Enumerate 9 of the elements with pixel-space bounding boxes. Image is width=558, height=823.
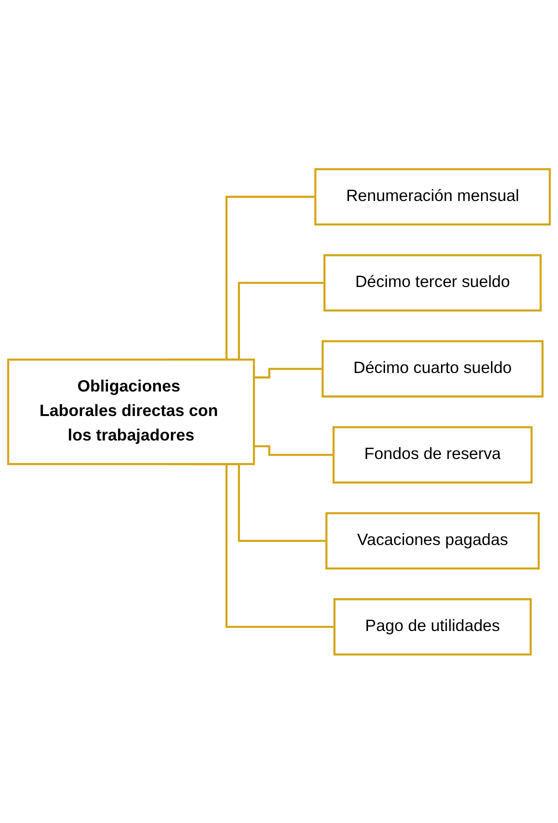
node-box: Fondos de reserva <box>332 426 533 484</box>
node-box: Décimo tercer sueldo <box>323 254 542 312</box>
node-box: Décimo cuarto sueldo <box>322 340 544 398</box>
connector <box>254 367 323 378</box>
node-box: Vacaciones pagadas <box>325 512 540 570</box>
node-box: Pago de utilidades <box>333 598 532 656</box>
node-box: Renumeración mensual <box>314 168 551 226</box>
connector <box>254 444 334 456</box>
node-box: Obligaciones Laborales directas con los trabajadores <box>7 358 255 465</box>
